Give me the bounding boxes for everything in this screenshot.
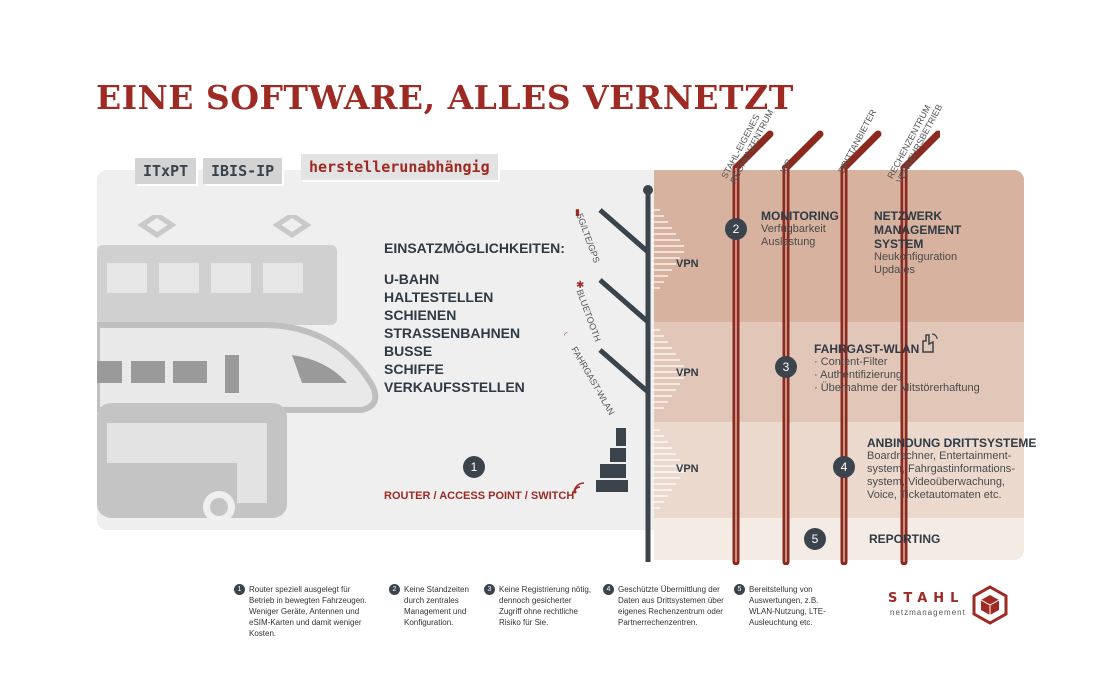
step-4-badge: 4: [833, 456, 855, 478]
use-item: STRASSENBAHNEN: [384, 325, 521, 341]
use-item: BUSSE: [384, 343, 433, 359]
page-title: EINE SOFTWARE, ALLES VERNETZT: [96, 78, 794, 117]
third-party-title: ANBINDUNG DRITTSYSTEME: [867, 436, 1037, 450]
trunk-endpoint: [643, 185, 653, 195]
wlan-title: FAHRGAST-WLAN: [814, 342, 920, 356]
use-item: SCHIENEN: [384, 307, 457, 323]
vpn-label: VPN: [676, 258, 699, 270]
logo-subtitle: netzmanagement: [890, 608, 966, 617]
tag-vendor-independent: herstellerunabhängig: [301, 154, 498, 180]
third-party-block: ANBINDUNG DRITTSYSTEME Boardrechner, Ent…: [867, 436, 1036, 502]
monitoring-title: MONITORING: [761, 209, 839, 223]
router-label: ROUTER / ACCESS POINT / SWITCH: [384, 490, 575, 502]
wifi-icon: [573, 482, 585, 494]
network-trunk-diagram: [598, 185, 684, 562]
logo-cube-icon: [972, 585, 1008, 625]
step-5-badge: 5: [804, 528, 826, 550]
router-device-icon: [596, 428, 628, 492]
use-item: VERKAUFSSTELLEN: [384, 379, 525, 395]
vehicles-illustration: [97, 215, 379, 523]
branch-5g: [598, 208, 650, 254]
band-wlan: [654, 322, 1024, 422]
footnote-number: 5: [734, 584, 745, 595]
bus-icon: [97, 403, 287, 523]
bluetooth-icon: ✱: [576, 280, 585, 291]
step-2-badge: 2: [725, 218, 747, 240]
wlan-hand-icon: [922, 333, 938, 353]
tag-ibis-ip-label: IBIS-IP: [211, 162, 275, 180]
logo-wordmark: STAHL: [888, 591, 965, 606]
tag-vendor-independent-label: herstellerunabhängig: [309, 158, 490, 176]
monitoring-line: Auslastung: [761, 236, 816, 248]
vpn-label: VPN: [676, 463, 699, 475]
tag-itxpt-label: ITxPT: [143, 162, 189, 180]
third-party-line: system, Fahrgastinformations-: [867, 463, 1015, 475]
branch-bluetooth: [598, 278, 650, 324]
step-3-badge: 3: [775, 356, 797, 378]
nms-block: NETZWERK MANAGEMENT SYSTEM Neukonfigurat…: [874, 209, 961, 277]
wifi-small-icon: ◜: [564, 330, 568, 340]
footnote-number: 1: [234, 584, 245, 595]
pipe-stahl: [732, 130, 774, 565]
wlan-line: · Content-Filter: [814, 356, 888, 368]
nms-title: NETZWERK MANAGEMENT SYSTEM: [874, 209, 962, 251]
reporting-title: REPORTING: [869, 532, 941, 546]
nms-line: Updates: [874, 264, 915, 276]
use-item: HALTESTELLEN: [384, 289, 494, 305]
vpn-hatch: [652, 209, 684, 509]
data-center-pipes: [732, 130, 940, 565]
wlan-line: · Authentifizierung: [814, 369, 903, 381]
band-monitoring: [654, 170, 1024, 322]
band-reporting: [654, 518, 1024, 560]
footnote-text: Keine Registrierung nötig, dennoch gesic…: [499, 585, 592, 627]
use-item: SCHIFFE: [384, 361, 444, 377]
vpn-label: VPN: [676, 367, 699, 379]
use-item: U-BAHN: [384, 271, 440, 287]
tag-itxpt: ITxPT: [135, 158, 197, 184]
wlan-block: FAHRGAST-WLAN · Content-Filter · Authent…: [814, 342, 980, 395]
monitoring-line: Verfügbarkeit: [761, 223, 826, 235]
signal-icon: ▮: [575, 207, 580, 217]
uses-heading: EINSATZMÖGLICHKEITEN:: [384, 240, 565, 256]
third-party-line: Boardrechner, Entertainment-: [867, 450, 1012, 462]
uses-list: U-BAHN HALTESTELLEN SCHIENEN STRASSENBAH…: [384, 270, 525, 396]
step-1-badge: 1: [463, 456, 485, 478]
footnote-text: Geschützte Übermittlung der Daten aus Dr…: [618, 585, 724, 627]
third-party-line: system, Videoüberwachung,: [867, 476, 1005, 488]
train-icon: [97, 322, 379, 413]
nms-line: Neukonfiguration: [874, 251, 958, 263]
footnote-text: Router speziell ausgelegt für Betrieb in…: [249, 585, 367, 638]
third-party-line: Voice, Ticketautomaten etc.: [867, 489, 1002, 501]
footnote-text: Bereitstellung von Auswertungen, z.B. WL…: [749, 585, 826, 627]
tram-icon: [97, 215, 337, 325]
footnote-number: 3: [484, 584, 495, 595]
footnote-number: 4: [603, 584, 614, 595]
monitoring-block: MONITORING Verfügbarkeit Auslastung: [761, 209, 839, 249]
branch-wlan: [598, 348, 650, 394]
footnote-number: 2: [389, 584, 400, 595]
footnote-text: Keine Standzeiten durch zentrales Manage…: [404, 585, 469, 627]
wlan-line: · Übernahme der Mitstörerhaftung: [814, 382, 980, 394]
tag-ibis-ip: IBIS-IP: [203, 158, 283, 184]
